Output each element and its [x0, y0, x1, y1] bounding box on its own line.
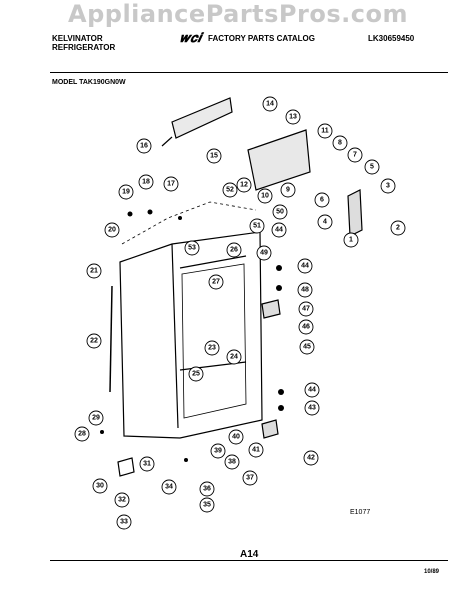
header-rule — [50, 72, 448, 73]
callout-5: 5 — [370, 164, 374, 171]
callout-22: 22 — [90, 338, 98, 345]
callout-35: 35 — [203, 502, 211, 509]
callout-24: 24 — [230, 354, 238, 361]
callout-46: 46 — [302, 324, 310, 331]
wci-logo: 𝒘𝒄𝒊 — [180, 30, 202, 45]
callout-27: 27 — [212, 279, 220, 286]
callout-31: 31 — [143, 461, 151, 468]
callout-32: 32 — [118, 497, 126, 504]
callout-16: 16 — [140, 143, 148, 150]
callout-34: 34 — [165, 484, 173, 491]
callout-6: 6 — [320, 197, 324, 204]
date-code: 10/89 — [424, 569, 440, 575]
callout-17: 17 — [167, 181, 175, 188]
callout-33: 33 — [120, 519, 128, 526]
callout-28: 28 — [78, 431, 86, 438]
callout-42: 42 — [307, 455, 315, 462]
callout-11: 11 — [321, 128, 329, 135]
callout-1: 1 — [349, 237, 353, 244]
callout-14: 14 — [266, 101, 274, 108]
callout-10: 10 — [261, 193, 269, 200]
callout-39: 39 — [214, 448, 222, 455]
callout-7: 7 — [353, 152, 357, 159]
callout-50: 50 — [276, 209, 284, 216]
callout-9: 9 — [286, 187, 290, 194]
callout-29: 29 — [92, 415, 100, 422]
callout-13: 13 — [289, 114, 297, 121]
callout-47: 47 — [302, 306, 310, 313]
drawing-code: E1077 — [350, 509, 371, 516]
callout-51: 51 — [253, 223, 261, 230]
callout-19: 19 — [122, 189, 130, 196]
callout-49: 49 — [260, 250, 268, 257]
callout-48: 48 — [301, 287, 309, 294]
callout-20: 20 — [108, 227, 116, 234]
callout-21: 21 — [90, 268, 98, 275]
callout-12: 12 — [240, 182, 248, 189]
brand-line-1: KELVINATOR — [52, 34, 103, 43]
brand-line-2: REFRIGERATOR — [52, 43, 116, 52]
callout-37: 37 — [246, 475, 254, 482]
callout-3: 3 — [386, 183, 390, 190]
callout-44b: 44 — [301, 263, 309, 270]
callout-41: 41 — [252, 447, 260, 454]
callout-2: 2 — [396, 225, 400, 232]
callout-36: 36 — [203, 486, 211, 493]
callout-15: 15 — [210, 153, 218, 160]
callout-26: 26 — [230, 247, 238, 254]
catalog-title: FACTORY PARTS CATALOG — [208, 34, 315, 43]
callout-44a: 44 — [308, 387, 316, 394]
catalog-number: LK30659450 — [368, 34, 415, 43]
callout-44c: 44 — [275, 227, 283, 234]
callout-52: 52 — [226, 187, 234, 194]
callout-25: 25 — [192, 371, 200, 378]
page-number: A14 — [240, 549, 259, 560]
callout-30: 30 — [96, 483, 104, 490]
watermark: AppliancePartsPros.com — [68, 0, 408, 28]
callout-40: 40 — [232, 434, 240, 441]
callout-45: 45 — [303, 344, 311, 351]
callout-18: 18 — [142, 179, 150, 186]
model-label: MODEL TAK190GN0W — [52, 79, 126, 86]
callout-8: 8 — [338, 140, 342, 147]
callout-53: 53 — [188, 245, 196, 252]
footer-rule — [50, 560, 448, 561]
callout-4: 4 — [323, 219, 327, 226]
callout-23: 23 — [208, 345, 216, 352]
callout-38: 38 — [228, 459, 236, 466]
callout-43: 43 — [308, 405, 316, 412]
